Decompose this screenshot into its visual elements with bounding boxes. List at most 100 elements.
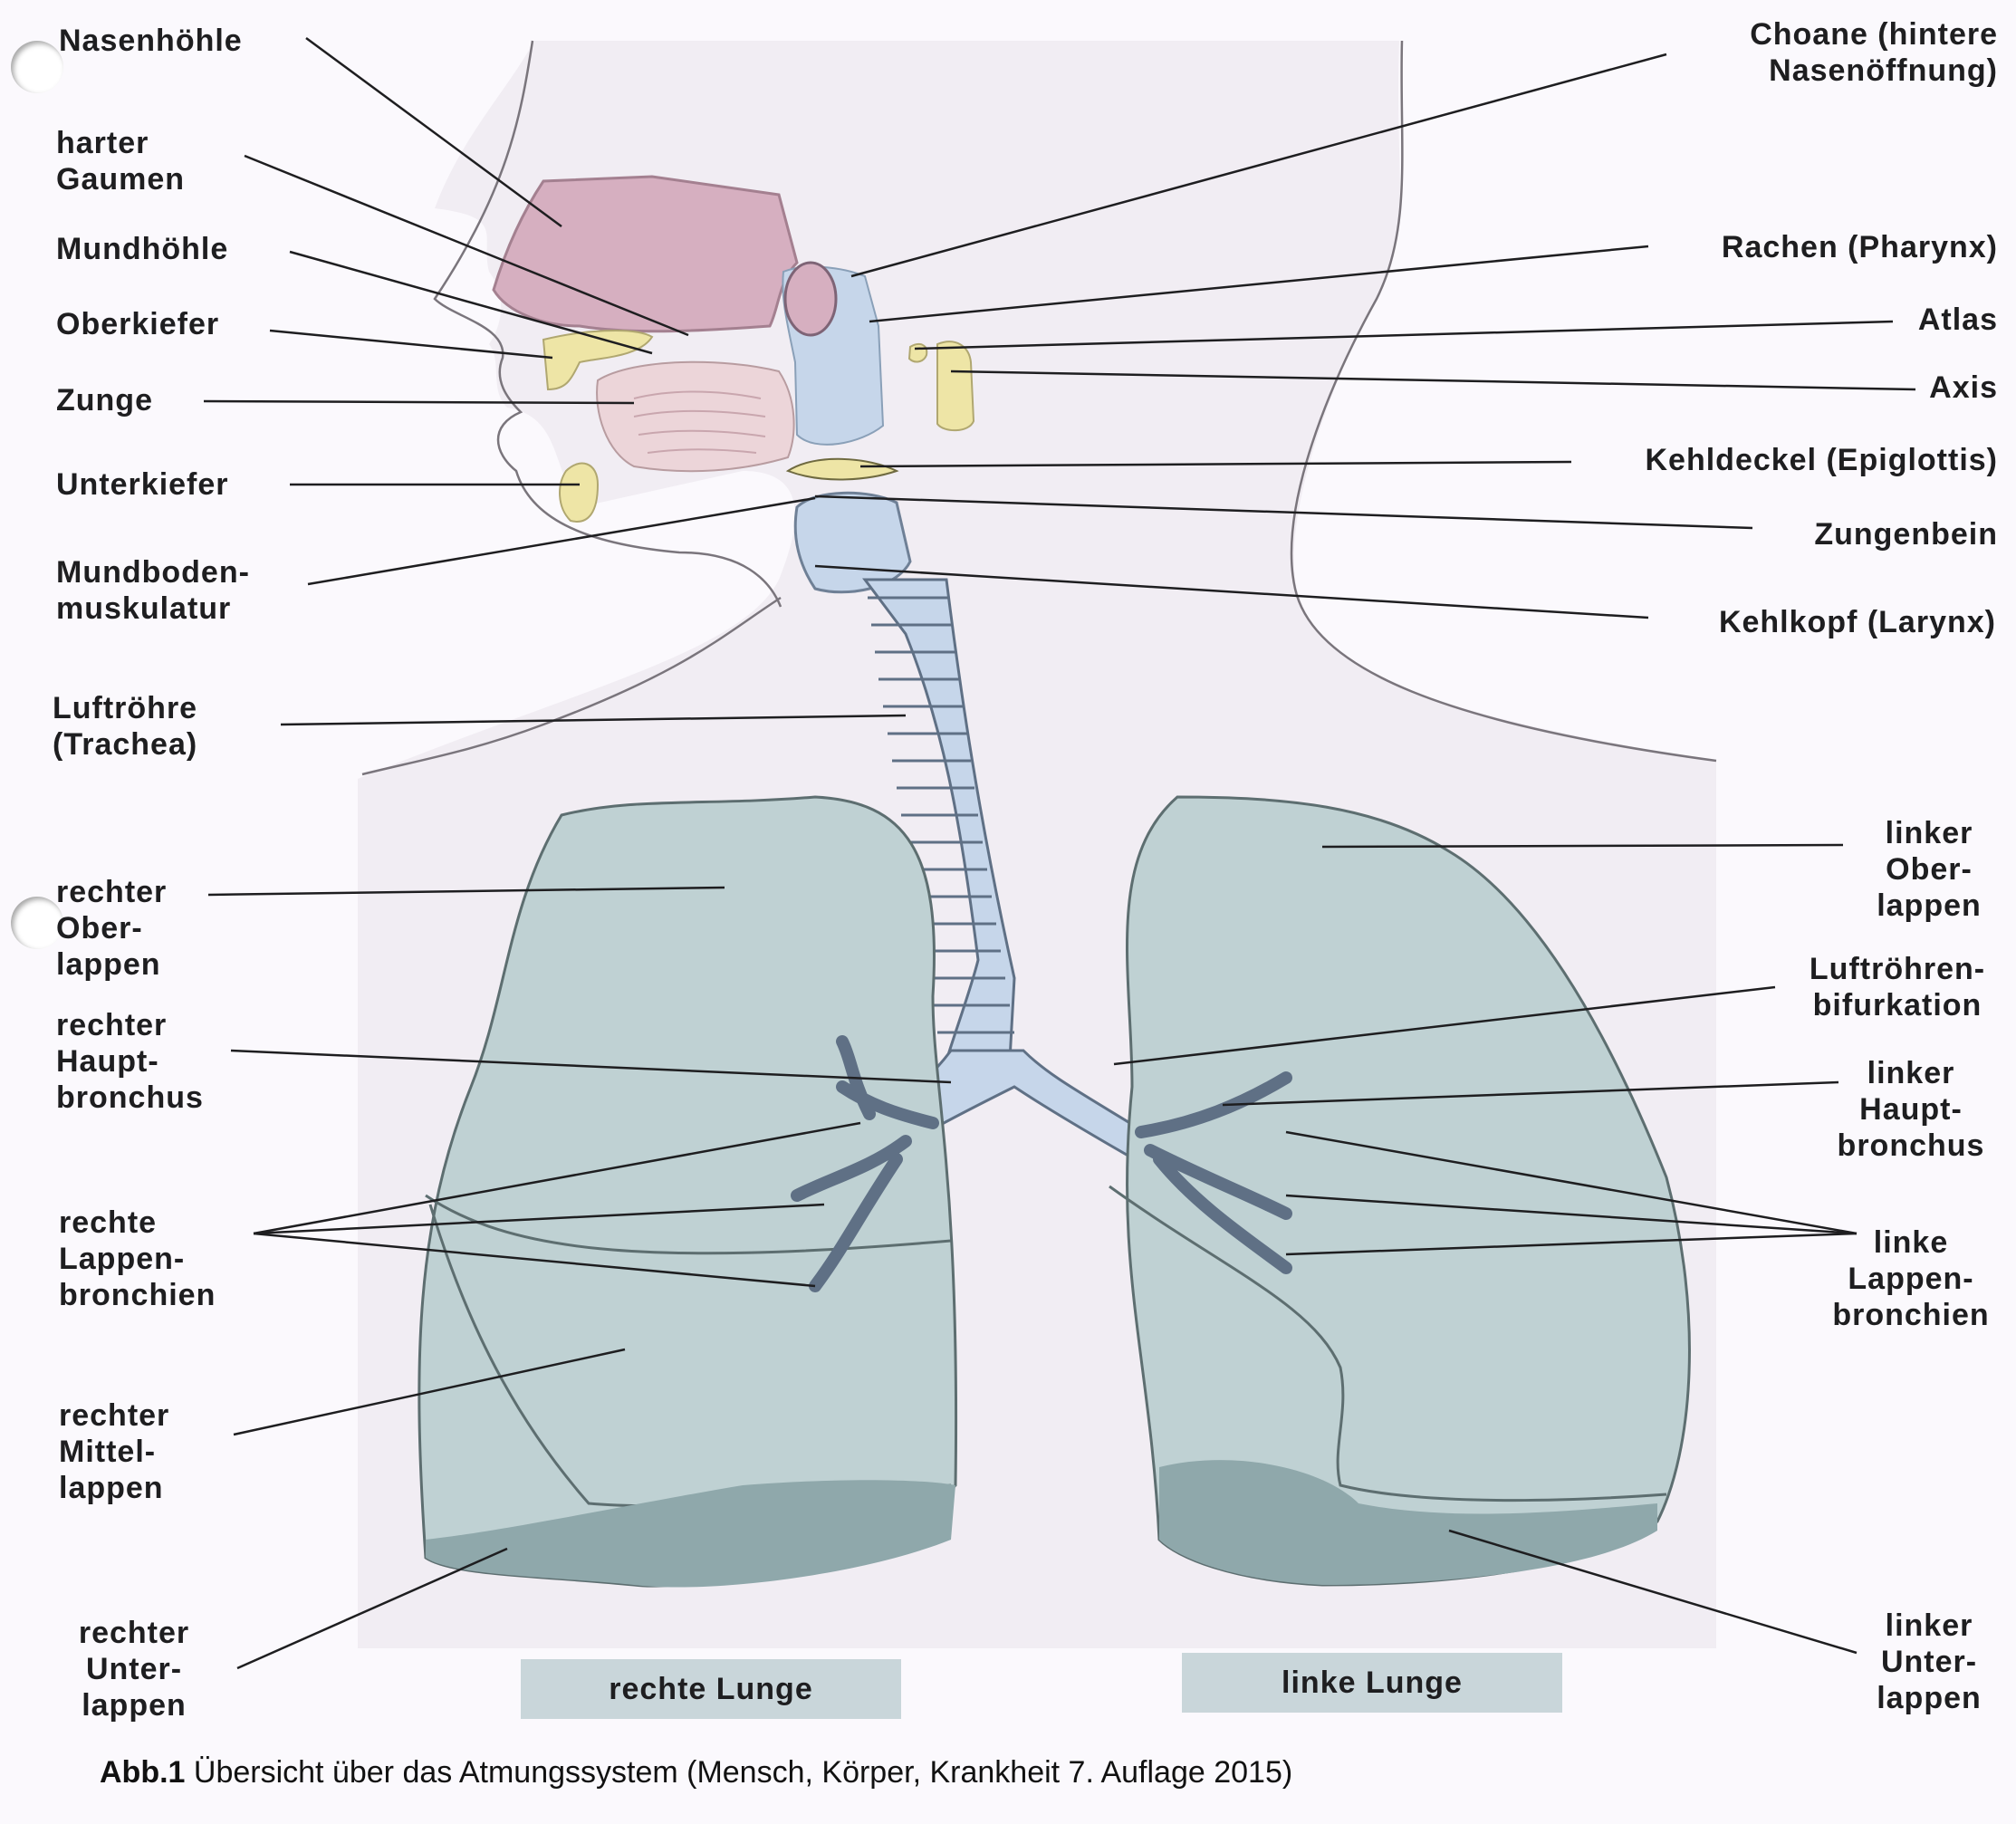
label-oberkiefer-text: Oberkiefer xyxy=(56,307,220,341)
label-luftroehre: Luftröhre (Trachea) xyxy=(53,690,197,763)
label-linker-unterlappen-line1: linker xyxy=(1885,1608,1973,1643)
label-rechte-lappenbronchien-line2: Lappen- xyxy=(59,1242,186,1276)
label-rechter-unterlappen-line1: rechter xyxy=(78,1616,190,1650)
label-rechter-hauptbronchus-line3: bronchus xyxy=(56,1080,204,1115)
label-linker-unterlappen: linker Unter- lappen xyxy=(1857,1608,2002,1716)
figure-caption: Abb.1 Übersicht über das Atmungssystem (… xyxy=(100,1755,1292,1790)
label-rechter-hauptbronchus: rechter Haupt- bronchus xyxy=(56,1007,204,1116)
label-linker-hauptbronchus-line1: linker xyxy=(1867,1056,1955,1090)
punch-hole-middle xyxy=(11,897,63,949)
leader-lines xyxy=(203,36,1916,1670)
label-zungenbein-text: Zungenbein xyxy=(1814,517,1998,552)
punch-hole-top xyxy=(11,41,63,93)
label-luftroehre-line1: Luftröhre xyxy=(53,691,198,725)
label-harter-gaumen-line2: Gaumen xyxy=(56,162,186,197)
label-nasenhoehle-text: Nasenhöhle xyxy=(59,24,243,58)
label-linker-unterlappen-line2: Unter- xyxy=(1880,1645,1978,1679)
label-linke-lappenbronchien: linke Lappen- bronchien xyxy=(1816,1224,2006,1333)
label-kehldeckel-text: Kehldeckel (Epiglottis) xyxy=(1645,443,1998,477)
trachea-rings xyxy=(868,596,1014,1034)
label-rechter-hauptbronchus-line2: Haupt- xyxy=(56,1044,159,1079)
label-mundboden-line2: muskulatur xyxy=(56,591,232,626)
caption-rechte-lunge-text: rechte Lunge xyxy=(609,1671,813,1706)
head-outline xyxy=(433,40,1717,763)
label-bifurkation: Luftröhren- bifurkation xyxy=(1789,951,2006,1023)
figure-caption-number: Abb.1 xyxy=(100,1755,186,1790)
label-choane-line1: Choane (hintere xyxy=(1750,17,1998,52)
atlas-bone xyxy=(907,343,928,363)
label-mundbodenmuskulatur: Mundboden- muskulatur xyxy=(56,554,250,627)
larynx xyxy=(793,491,912,594)
label-kehlkopf-text: Kehlkopf (Larynx) xyxy=(1718,605,1996,639)
label-mundhoehle-text: Mundhöhle xyxy=(56,232,229,266)
label-rechter-unterlappen-line2: Unter- xyxy=(85,1652,183,1686)
label-linker-hauptbronchus: linker Haupt- bronchus xyxy=(1820,1055,2002,1164)
label-rechter-hauptbronchus-line1: rechter xyxy=(56,1008,168,1042)
label-axis-text: Axis xyxy=(1929,370,1998,405)
label-bifurkation-line1: Luftröhren- xyxy=(1809,952,1986,986)
label-linker-hauptbronchus-line2: Haupt- xyxy=(1859,1092,1963,1127)
label-linke-lappenbronchien-line2: Lappen- xyxy=(1848,1262,1974,1296)
left-lower-shadow xyxy=(1159,1460,1657,1585)
label-rechter-mittellappen-line1: rechter xyxy=(59,1398,170,1433)
label-atlas-text: Atlas xyxy=(1917,302,1998,337)
unterkiefer-bone xyxy=(559,462,600,523)
caption-linke-lunge: linke Lunge xyxy=(1182,1653,1562,1713)
label-kehldeckel: Kehldeckel (Epiglottis) xyxy=(1527,442,1998,478)
label-choane: Choane (hintere Nasenöffnung) xyxy=(1618,16,1998,89)
label-linker-hauptbronchus-line3: bronchus xyxy=(1837,1128,1985,1163)
axis-bone xyxy=(936,341,975,432)
label-harter-gaumen-line1: harter xyxy=(56,126,149,160)
label-linke-lappenbronchien-line1: linke xyxy=(1873,1225,1949,1260)
label-axis: Axis xyxy=(1817,370,1998,406)
label-rachen-text: Rachen (Pharynx) xyxy=(1721,230,1998,264)
label-rechter-oberlappen: rechter Ober- lappen xyxy=(56,874,167,983)
label-rechter-oberlappen-line3: lappen xyxy=(56,947,161,982)
label-oberkiefer: Oberkiefer xyxy=(56,306,219,342)
label-linker-oberlappen-line3: lappen xyxy=(1877,888,1982,923)
label-linke-lappenbronchien-line3: bronchien xyxy=(1832,1298,1990,1332)
label-zunge-text: Zunge xyxy=(56,383,153,418)
left-lobar-bronchi xyxy=(1135,1071,1292,1274)
caption-rechte-lunge: rechte Lunge xyxy=(521,1659,901,1719)
label-rechte-lappenbronchien-line1: rechte xyxy=(59,1205,158,1240)
label-linker-unterlappen-line3: lappen xyxy=(1877,1681,1982,1715)
figure-caption-text: Übersicht über das Atmungssystem (Mensch… xyxy=(185,1755,1293,1790)
label-zunge: Zunge xyxy=(56,382,153,418)
label-mundhoehle: Mundhöhle xyxy=(56,231,228,267)
tongue-texture xyxy=(633,390,766,454)
label-rechter-oberlappen-line2: Ober- xyxy=(56,911,143,946)
label-linker-oberlappen-line1: linker xyxy=(1885,816,1973,850)
label-linker-oberlappen: linker Ober- lappen xyxy=(1857,815,2002,924)
label-rechte-lappenbronchien: rechte Lappen- bronchien xyxy=(59,1205,216,1313)
caption-linke-lunge-text: linke Lunge xyxy=(1282,1665,1463,1700)
right-lower-shadow xyxy=(426,1480,955,1588)
label-harter-gaumen: harter Gaumen xyxy=(56,125,185,197)
label-zungenbein: Zungenbein xyxy=(1726,516,1998,552)
label-rechter-mittellappen-line3: lappen xyxy=(59,1471,164,1505)
label-rechte-lappenbronchien-line3: bronchien xyxy=(59,1278,216,1312)
tongue-shape xyxy=(596,360,795,473)
left-lung-fissure xyxy=(1109,1185,1667,1502)
label-rechter-unterlappen-line3: lappen xyxy=(82,1688,187,1723)
right-lobar-bronchi xyxy=(791,1035,939,1292)
label-linker-oberlappen-line2: Ober- xyxy=(1886,852,1973,887)
label-unterkiefer: Unterkiefer xyxy=(56,466,229,503)
label-atlas: Atlas xyxy=(1817,302,1998,338)
label-rechter-mittellappen: rechter Mittel- lappen xyxy=(59,1397,169,1506)
label-mundboden-line1: Mundboden- xyxy=(56,555,250,590)
choane-opening xyxy=(783,261,838,337)
label-choane-line2: Nasenöffnung) xyxy=(1769,53,1998,88)
nasal-cavity xyxy=(492,175,799,333)
label-bifurkation-line2: bifurkation xyxy=(1812,988,1982,1022)
label-luftroehre-line2: (Trachea) xyxy=(53,727,198,762)
label-nasenhoehle: Nasenhöhle xyxy=(59,23,243,59)
label-rechter-mittellappen-line2: Mittel- xyxy=(59,1435,157,1469)
label-rechter-unterlappen: rechter Unter- lappen xyxy=(62,1615,206,1723)
epiglottis xyxy=(785,457,899,481)
label-rechter-oberlappen-line1: rechter xyxy=(56,875,168,909)
label-kehlkopf: Kehlkopf (Larynx) xyxy=(1634,604,1996,640)
label-rachen: Rachen (Pharynx) xyxy=(1618,229,1998,265)
